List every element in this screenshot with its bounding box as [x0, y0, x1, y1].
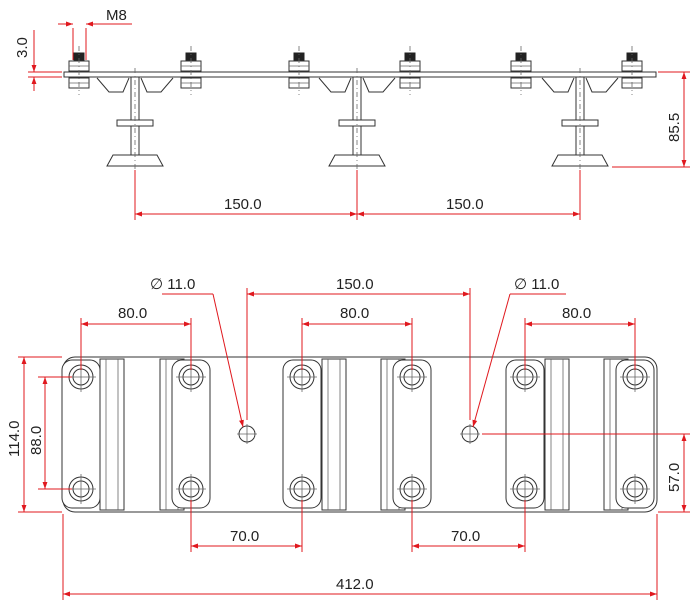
width-label: 114.0 [6, 421, 23, 457]
dim-height: 85.5 [612, 71, 690, 168]
bolt-hole [397, 474, 427, 504]
hole-spacing-label: 150.0 [336, 276, 374, 293]
side-rails [96, 68, 619, 170]
dim-bolt-size: M8 [58, 7, 132, 60]
side-rail [541, 68, 619, 170]
side-plate [63, 71, 657, 78]
bolt-hole [620, 474, 650, 504]
hole-dia-label-right: ∅ 11.0 [514, 276, 559, 293]
length-label: 412.0 [336, 576, 374, 593]
side-rail [318, 68, 396, 170]
dim-hole-diameter-left: ∅ 11.0 [150, 276, 244, 428]
side-bolt [288, 46, 310, 95]
bolt-hole [510, 362, 540, 392]
bolt-hole [510, 474, 540, 504]
plate-thickness-label: 3.0 [14, 37, 31, 58]
bolt-pitch-label-2: 80.0 [340, 305, 369, 322]
row-pitch-label: 88.0 [28, 426, 45, 455]
dim-hole-spacing: 150.0 [246, 276, 471, 420]
dim-row-pitch: 88.0 [28, 376, 72, 490]
top-rib [99, 358, 125, 511]
half-width-label: 57.0 [666, 463, 683, 492]
dim-hole-diameter-right: ∅ 11.0 [472, 276, 566, 428]
hole-dia-label-left: ∅ 11.0 [150, 276, 195, 293]
top-rib [321, 358, 347, 511]
dim-bolt-pitch: 80.0 80.0 80.0 [80, 305, 636, 370]
bolt-hole [620, 362, 650, 392]
rail-spacing-label-2: 150.0 [446, 196, 484, 213]
dim-rail-spacing: 150.0 150.0 [134, 170, 581, 220]
bolt-hole [176, 362, 206, 392]
side-bolts [68, 46, 643, 95]
dim-length: 412.0 [62, 514, 658, 600]
mounting-hole-right [460, 424, 480, 444]
side-view: M8 3.0 85.5 150.0 150.0 [14, 7, 690, 220]
side-bolt [510, 46, 532, 95]
bolt-size-label: M8 [106, 7, 127, 24]
rail-spacing-label-1: 150.0 [224, 196, 262, 213]
dim-half-width: 57.0 [482, 433, 690, 513]
side-bolt [399, 46, 421, 95]
bolt-hole [176, 474, 206, 504]
bolt-pitch-label-1: 80.0 [118, 305, 147, 322]
bolt-hole [66, 474, 96, 504]
side-bolt [621, 46, 643, 95]
mounting-hole-left [237, 424, 257, 444]
dim-width: 114.0 [6, 356, 62, 513]
dim-plate-thickness: 3.0 [14, 30, 62, 91]
offset-label-1: 70.0 [230, 528, 259, 545]
bolt-hole [287, 474, 317, 504]
top-view: ∅ 11.0 ∅ 11.0 150.0 80.0 80.0 [6, 276, 690, 600]
height-label: 85.5 [666, 113, 683, 142]
offset-label-2: 70.0 [451, 528, 480, 545]
bolt-pitch-label-3: 80.0 [562, 305, 591, 322]
side-bolt [180, 46, 202, 95]
bolt-hole [66, 362, 96, 392]
side-rail [96, 68, 174, 170]
dim-offsets: 70.0 70.0 [190, 500, 526, 552]
side-bolt [68, 46, 90, 95]
